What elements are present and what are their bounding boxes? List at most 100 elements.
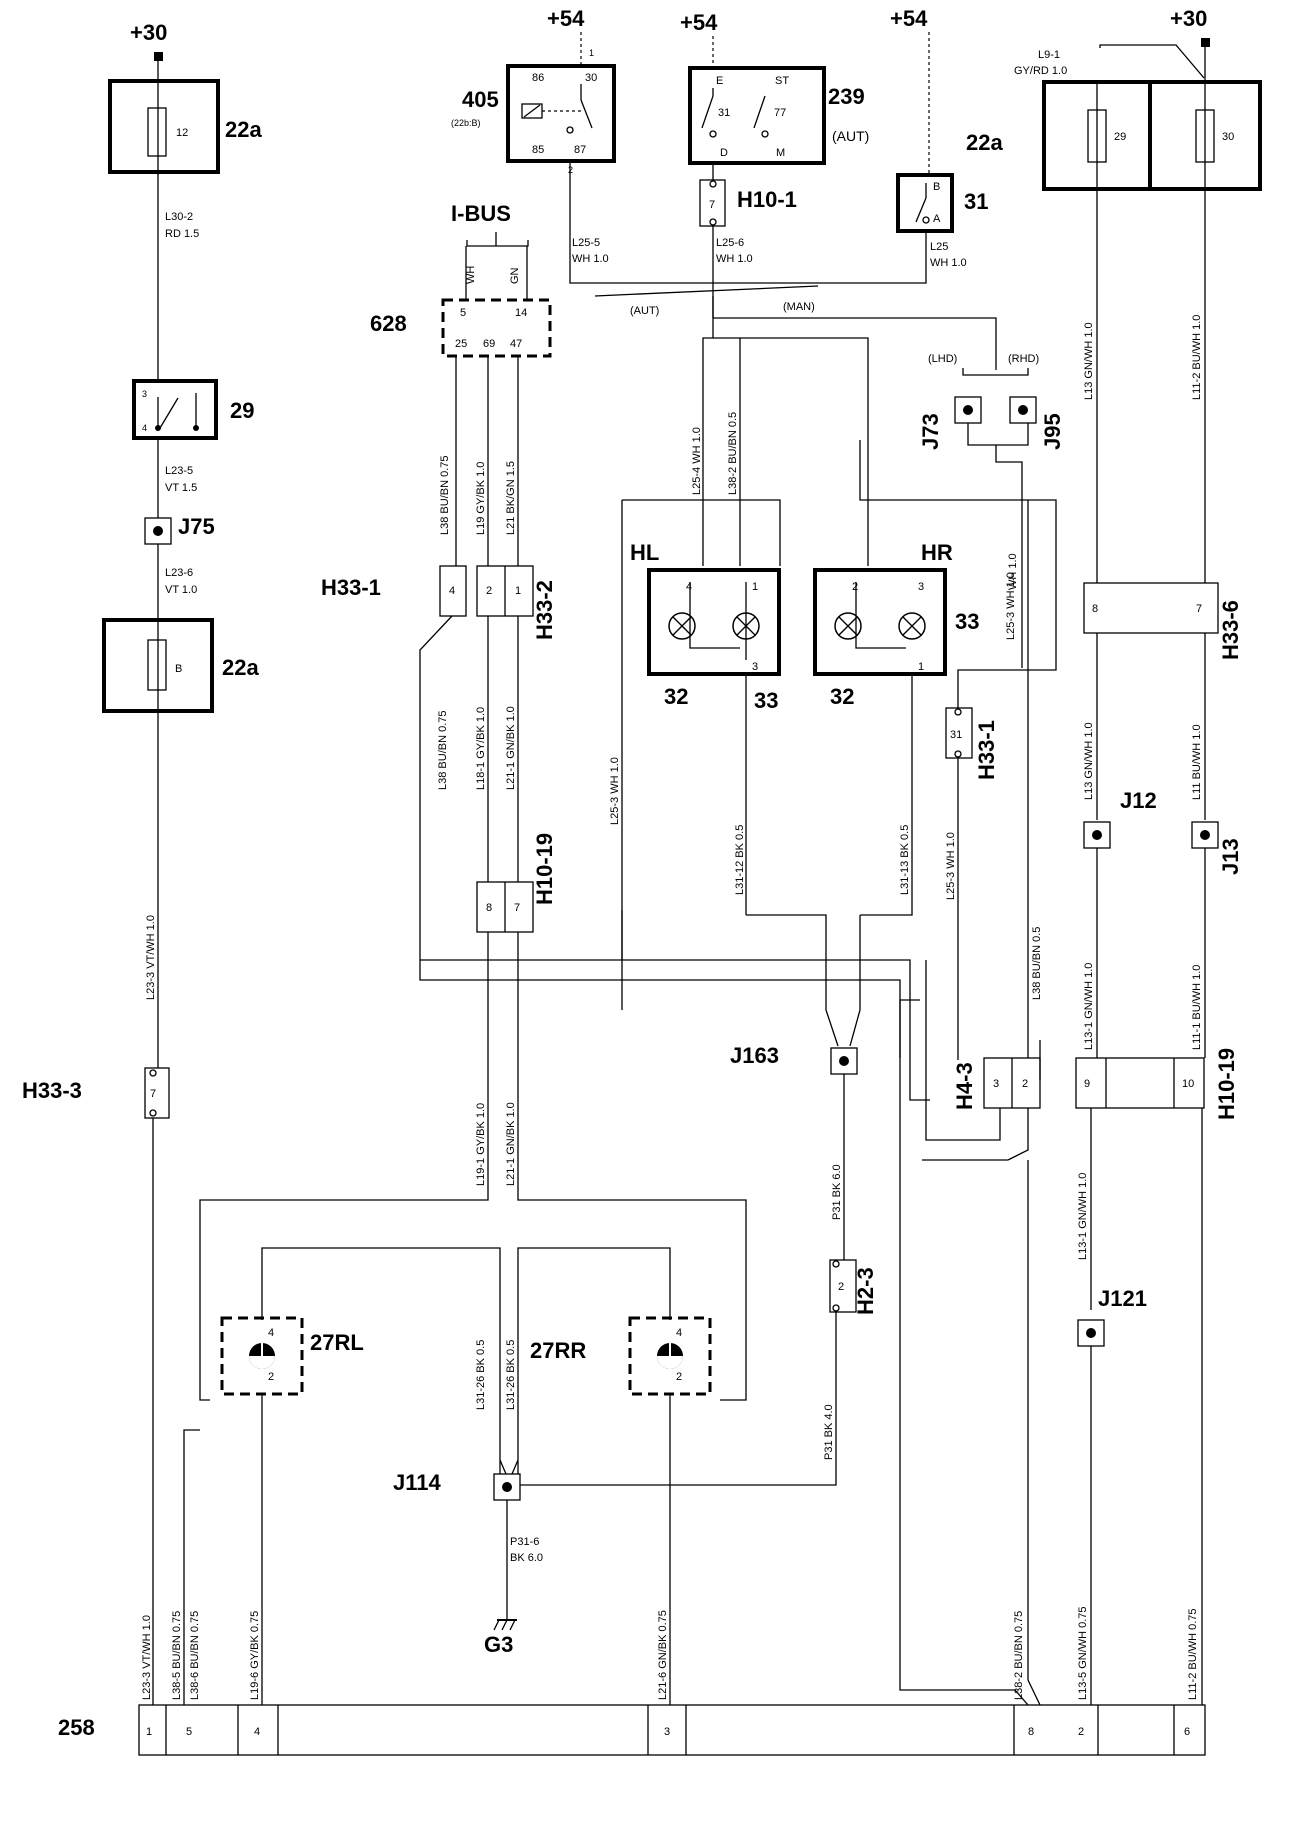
c258-pin3: 3 (664, 1726, 670, 1738)
sw239-31: 31 (718, 107, 730, 119)
wire-rd15: RD 1.5 (165, 228, 199, 240)
h10-19s-8: 8 (486, 902, 492, 914)
hr-pin1: 1 (918, 661, 924, 673)
module-628 (441, 298, 552, 358)
h33-6-connector (1083, 582, 1219, 634)
27rr-label: 27RR (530, 1338, 586, 1363)
lamp-hr-box (813, 568, 947, 676)
plus54-label-2: +54 (680, 10, 718, 35)
h33-1-label: H33-1 (321, 575, 381, 600)
h33-6-pin7: 7 (1196, 603, 1202, 615)
j95-label: J95 (1040, 413, 1065, 450)
relay-pin87: 87 (574, 144, 586, 156)
c258-pin8: 8 (1028, 1726, 1034, 1738)
hl-32: 32 (664, 684, 688, 709)
wire-l25-3-left: L25-3 WH 1.0 (609, 757, 621, 825)
27rl-bulb-icon (249, 1343, 275, 1369)
hl-33: 33 (754, 688, 778, 713)
wire-l31-12: L31-12 BK 0.5 (734, 825, 746, 895)
wire-p31-bk60: P31 BK 6.0 (831, 1164, 843, 1220)
h10-19-big-connector (1075, 1057, 1205, 1109)
h33-2-pin1: 1 (515, 585, 521, 597)
h4-3-label: H4-3 (952, 1062, 977, 1110)
c258-pin5: 5 (186, 1726, 192, 1738)
h10-19-big-label: H10-19 (1214, 1048, 1239, 1120)
wire-l21-6: L21-6 GN/BK 0.75 (657, 1610, 669, 1700)
wire-l21-1b: L21-1 GN/BK 1.0 (505, 1102, 517, 1186)
27rr-pin4: 4 (676, 1327, 682, 1339)
wire-l9-1: L9-1 (1038, 49, 1060, 61)
j75-label: J75 (178, 514, 215, 539)
rear-lamps: 4 2 27RL 4 2 27RR L31-26 BK 0.5 L31-26 B… (199, 1190, 747, 1705)
fuse-12-label: 12 (176, 127, 188, 139)
h33-1-small-connector (945, 707, 973, 759)
h10-19b-10: 10 (1182, 1078, 1194, 1090)
27rr-pin2: 2 (676, 1371, 682, 1383)
wire-vt15: VT 1.5 (165, 482, 197, 494)
h10-19s-7: 7 (514, 902, 520, 914)
hr-pin2: 2 (852, 581, 858, 593)
h33-2-label: H33-2 (532, 580, 557, 640)
switch-29 (132, 379, 218, 440)
hl-pin1: 1 (752, 581, 758, 593)
mid-right-connectors: 3 2 H4-3 L38 BU/BN 0.5 9 10 H10-19 (621, 500, 1239, 1161)
wire-l25-4: L25-4 WH 1.0 (691, 427, 703, 495)
hr-bulb-right (898, 612, 926, 640)
wire-l23-6: L23-6 (165, 567, 193, 579)
j114-label: J114 (393, 1470, 441, 1495)
relay-pin86: 86 (532, 72, 544, 84)
h10-19-small-label: H10-19 (532, 833, 557, 905)
switch-239-aut: (AUT) (832, 128, 869, 144)
rhd-label: (RHD) (1008, 353, 1039, 365)
h33-6-label: H33-6 (1218, 600, 1243, 660)
fuse-29-label: 29 (1114, 131, 1126, 143)
wire-l21-top: L21 BK/GN 1.5 (505, 461, 517, 535)
man-label: (MAN) (783, 301, 815, 313)
h2-3-connector (829, 1259, 857, 1313)
h33-1-small-label: H33-1 (974, 720, 999, 780)
h4-3-pin3: 3 (993, 1078, 999, 1090)
wire-l13-mid: L13 GN/WH 1.0 (1083, 722, 1095, 800)
m628-14: 14 (515, 307, 527, 319)
wire-l38-6: L38-6 BU/BN 0.75 (189, 1611, 201, 1700)
wire-bk60: BK 6.0 (510, 1552, 543, 1564)
27rl-pin4: 4 (268, 1327, 274, 1339)
hr-33: 33 (955, 609, 979, 634)
switch-239-label: 239 (828, 84, 865, 109)
wire-l25: L25 (930, 241, 948, 253)
h33-6-pin8: 8 (1092, 603, 1098, 615)
relay-405-label: 405 (462, 87, 499, 112)
right-feed: +30 L9-1 GY/RD 1.0 29 30 22a L13 GN/WH 1… (966, 6, 1262, 1705)
wire-l30-2: L30-2 (165, 211, 193, 223)
plus54-label-3: +54 (890, 6, 928, 31)
ibus-label: I-BUS (451, 201, 511, 226)
hr-32: 32 (830, 684, 854, 709)
wire-l25-3-right: L25-3 WH 1.0 (1005, 572, 1017, 640)
wire-l31-26a: L31-26 BK 0.5 (475, 1340, 487, 1410)
wire-l11-2-top: L11-2 BU/WH 1.0 (1191, 315, 1203, 400)
h33-2-pin2: 2 (486, 585, 492, 597)
wire-l21-1: L21-1 GN/BK 1.0 (505, 706, 517, 790)
sw239-st: ST (775, 75, 789, 87)
wire-l19-6: L19-6 GY/BK 0.75 (249, 1611, 261, 1700)
wire-l38-mid: L38 BU/BN 0.75 (437, 711, 449, 791)
j12-label: J12 (1120, 788, 1157, 813)
c258-pin1: 1 (146, 1726, 152, 1738)
h10-19b-9: 9 (1084, 1078, 1090, 1090)
wire-l23-5: L23-5 (165, 465, 193, 477)
left-plus30-label: +30 (130, 20, 167, 45)
wire-l23-3-bottom: L23-3 VT/WH 1.0 (141, 1615, 153, 1700)
switch-239 (688, 66, 826, 165)
connector-258-label: 258 (58, 1715, 95, 1740)
relay-pin85: 85 (532, 144, 544, 156)
h2-3-pin: 2 (838, 1281, 844, 1293)
sw239-77: 77 (774, 107, 786, 119)
j163-label: J163 (730, 1043, 779, 1068)
27rr-bulb-icon (657, 1343, 683, 1369)
fuse-30-label: 30 (1222, 131, 1234, 143)
switch-29-label: 29 (230, 398, 254, 423)
fuse-b-label: B (175, 663, 182, 675)
h33-1-pin: 4 (449, 585, 455, 597)
